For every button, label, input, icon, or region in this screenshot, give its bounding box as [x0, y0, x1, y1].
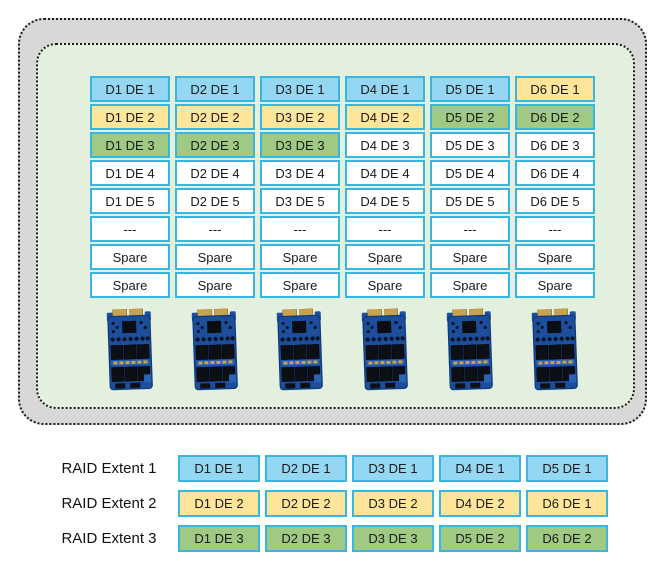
- raid-extent-cell: D1 DE 2: [178, 490, 260, 517]
- drive-extent-cell: ---: [260, 216, 340, 242]
- raid-extent-cell: D6 DE 2: [526, 525, 608, 552]
- raid-extent-cell: D2 DE 2: [265, 490, 347, 517]
- drive-extent-cell: D1 DE 1: [90, 76, 170, 102]
- drive-extent-cell: D4 DE 2: [345, 104, 425, 130]
- drive-extent-cell: Spare: [175, 272, 255, 298]
- drive-extent-cell: D3 DE 1: [260, 76, 340, 102]
- drive-extent-cell: D6 DE 3: [515, 132, 595, 158]
- raid-extent-cell: D4 DE 2: [439, 490, 521, 517]
- drive-extent-cell: ---: [515, 216, 595, 242]
- ssd-drive-row: [90, 307, 595, 393]
- drive-extent-cell: D6 DE 2: [515, 104, 595, 130]
- drive-extent-cell: Spare: [175, 244, 255, 270]
- raid-extent-cell: D3 DE 2: [352, 490, 434, 517]
- drive-extent-cell: D5 DE 1: [430, 76, 510, 102]
- drive-extent-cell: D6 DE 1: [515, 76, 595, 102]
- ssd-drive-icon: [345, 307, 425, 393]
- raid-extent-cell: D2 DE 3: [265, 525, 347, 552]
- drive-extent-cell: D2 DE 5: [175, 188, 255, 214]
- drive-extent-cell: D1 DE 4: [90, 160, 170, 186]
- drive-extent-cell: ---: [430, 216, 510, 242]
- raid-extent-cell: D2 DE 1: [265, 455, 347, 482]
- drive-extent-cell: Spare: [515, 272, 595, 298]
- drive-extent-cell: Spare: [430, 272, 510, 298]
- ssd-drive-icon: [260, 307, 340, 393]
- drive-extent-cell: Spare: [430, 244, 510, 270]
- raid-extent-cell: D5 DE 2: [439, 525, 521, 552]
- drive-extent-cell: D6 DE 4: [515, 160, 595, 186]
- raid-extent-label: RAID Extent 3: [61, 530, 157, 547]
- ssd-drive-icon: [430, 307, 510, 393]
- drive-extent-cell: Spare: [345, 272, 425, 298]
- drive-extent-cell: D3 DE 3: [260, 132, 340, 158]
- drive-extent-cell: D2 DE 1: [175, 76, 255, 102]
- drive-extent-cell: Spare: [90, 272, 170, 298]
- ssd-drive-icon: [175, 307, 255, 393]
- drive-extent-cell: ---: [90, 216, 170, 242]
- drive-extent-cell: D4 DE 4: [345, 160, 425, 186]
- drive-extent-cell: D2 DE 2: [175, 104, 255, 130]
- drive-extent-cell: D3 DE 2: [260, 104, 340, 130]
- raid-extent-cell: D1 DE 3: [178, 525, 260, 552]
- drive-extent-cell: Spare: [345, 244, 425, 270]
- drive-extent-cell: D5 DE 2: [430, 104, 510, 130]
- ssd-drive-icon: [90, 307, 170, 393]
- ssd-drive-icon: [515, 307, 595, 393]
- drive-extent-cell: D2 DE 4: [175, 160, 255, 186]
- drive-extent-cell: D4 DE 1: [345, 76, 425, 102]
- raid-extent-cell: D4 DE 1: [439, 455, 521, 482]
- drive-extent-cell: D4 DE 5: [345, 188, 425, 214]
- raid-extent-cell: D6 DE 1: [526, 490, 608, 517]
- drive-extent-cell: Spare: [260, 272, 340, 298]
- drive-extent-cell: D4 DE 3: [345, 132, 425, 158]
- raid-extent-label: RAID Extent 1: [61, 460, 157, 477]
- drive-extent-cell: D3 DE 4: [260, 160, 340, 186]
- drive-extent-cell: D2 DE 3: [175, 132, 255, 158]
- raid-extent-cell: D5 DE 1: [526, 455, 608, 482]
- raid-extent-cell: D3 DE 1: [352, 455, 434, 482]
- drive-extent-cell: D1 DE 5: [90, 188, 170, 214]
- drive-extent-cell: Spare: [515, 244, 595, 270]
- raid-extent-cell: D3 DE 3: [352, 525, 434, 552]
- drive-extent-cell: D3 DE 5: [260, 188, 340, 214]
- drive-extent-cell: D1 DE 3: [90, 132, 170, 158]
- drive-extent-cell: ---: [345, 216, 425, 242]
- drive-extent-cell: D5 DE 3: [430, 132, 510, 158]
- raid-extent-cell: D1 DE 1: [178, 455, 260, 482]
- drive-extent-cell: ---: [175, 216, 255, 242]
- drive-extent-cell: D5 DE 4: [430, 160, 510, 186]
- drive-extent-cell: D6 DE 5: [515, 188, 595, 214]
- drive-extent-cell: D1 DE 2: [90, 104, 170, 130]
- drive-extent-cell: Spare: [260, 244, 340, 270]
- drive-extent-cell: Spare: [90, 244, 170, 270]
- drive-extent-cell: D5 DE 5: [430, 188, 510, 214]
- raid-extent-label: RAID Extent 2: [61, 495, 157, 512]
